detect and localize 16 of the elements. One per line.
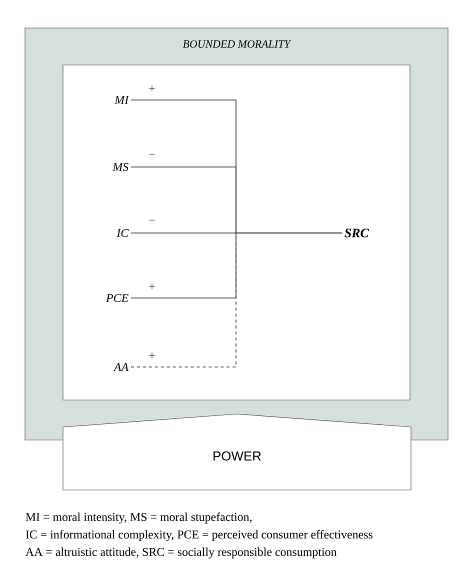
legend-note: IC = informational complexity, PCE = perceived consumer effectiveness (26, 530, 372, 541)
variable-label: MS (112, 162, 128, 172)
sign-label: + (149, 86, 155, 92)
connector-line (130, 232, 342, 298)
legend-note: MI = moral intensity, MS = moral stupefaction, (26, 512, 252, 524)
variable-label: PCE (106, 294, 128, 302)
power-block: POWER (62, 414, 412, 490)
variable-label: MI (114, 96, 130, 104)
variable-label: IC (116, 228, 129, 238)
outcome-label: SRC (344, 228, 369, 238)
sign-label: + (149, 284, 155, 290)
variable-label: AA (113, 363, 129, 371)
inner-box (62, 64, 410, 400)
sign-label: + (149, 352, 155, 358)
legend-note: AA = altruistic attitude, SRC = socially responsible consumption (26, 548, 337, 558)
connector-line (130, 232, 342, 368)
